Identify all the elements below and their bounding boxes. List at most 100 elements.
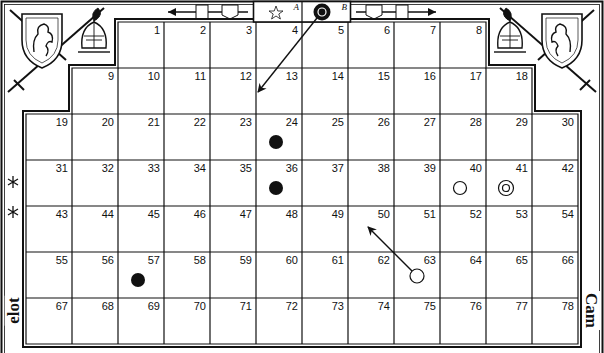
- helmet-visor: [84, 22, 104, 48]
- piece-ring: [503, 185, 510, 192]
- cell-number: 8: [476, 25, 482, 36]
- cell-number: 1: [154, 25, 160, 36]
- plume: [93, 8, 101, 22]
- cell-number: 39: [424, 163, 436, 174]
- cell-number: 61: [332, 255, 344, 266]
- cell-number: 7: [430, 25, 436, 36]
- shield: [542, 14, 582, 68]
- helmet: [498, 22, 523, 48]
- asterisk-ornament: [8, 176, 18, 218]
- shield-rim: [26, 18, 58, 63]
- cell-number: 32: [102, 163, 114, 174]
- castle-divider: [301, 2, 302, 23]
- cell-number: 53: [516, 209, 528, 220]
- cell-number: 37: [332, 163, 344, 174]
- cell-number: 51: [424, 209, 436, 220]
- cell-number: 60: [286, 255, 298, 266]
- cell-number: 45: [148, 209, 160, 220]
- cell-number: 24: [286, 117, 298, 128]
- white-piece: [454, 182, 467, 195]
- black-piece: [269, 181, 283, 195]
- cell-number: 35: [240, 163, 252, 174]
- cell-number: 12: [240, 71, 252, 82]
- cell-number: 50: [378, 209, 390, 220]
- cell-number: 64: [470, 255, 482, 266]
- cell-number: 58: [194, 255, 206, 266]
- cell-number: 55: [56, 255, 68, 266]
- lion-figure: [34, 24, 53, 56]
- cell-number: 13: [286, 71, 298, 82]
- cell-number: 42: [562, 163, 574, 174]
- cell-number: 38: [378, 163, 390, 174]
- cell-number: 30: [562, 117, 574, 128]
- cell-number: 63: [424, 255, 436, 266]
- helmet: [82, 22, 107, 48]
- cell-number: 9: [108, 71, 114, 82]
- shield-rim: [546, 18, 578, 63]
- cell-number: 72: [286, 301, 298, 312]
- cell-number: 74: [378, 301, 390, 312]
- white-piece: [410, 269, 424, 283]
- white-knight-piece: [499, 181, 514, 196]
- cell-number: 69: [148, 301, 160, 312]
- inner-frame: [5, 5, 600, 353]
- cell-number: 36: [286, 163, 298, 174]
- star-symbol: [269, 6, 283, 19]
- cell-number: 41: [516, 163, 528, 174]
- cell-number: 34: [194, 163, 206, 174]
- cell-number: 6: [384, 25, 390, 36]
- cell-number: 59: [240, 255, 252, 266]
- cell-number: 56: [102, 255, 114, 266]
- cell-number: 3: [246, 25, 252, 36]
- cell-number: 26: [378, 117, 390, 128]
- shield: [22, 14, 62, 68]
- cell-number: 14: [332, 71, 344, 82]
- black-piece: [131, 273, 145, 287]
- lance-tip: [428, 8, 436, 16]
- cell-number: 22: [194, 117, 206, 128]
- title-fragment: elot: [5, 295, 22, 325]
- cell-number: 54: [562, 209, 574, 220]
- cell-number: 67: [56, 301, 68, 312]
- lance-ornament: [356, 5, 436, 19]
- cell-number: 23: [240, 117, 252, 128]
- cell-number: 43: [56, 209, 68, 220]
- black-piece: [269, 135, 283, 149]
- helmet-base: [494, 51, 526, 52]
- cell-number: 25: [332, 117, 344, 128]
- knight-piece-black: [314, 4, 331, 21]
- cell-number: 17: [470, 71, 482, 82]
- plume: [503, 8, 511, 22]
- cell-number: 18: [516, 71, 528, 82]
- board-outline: [23, 19, 581, 347]
- cell-number: 68: [102, 301, 114, 312]
- cell-number: 28: [470, 117, 482, 128]
- cell-number: 44: [102, 209, 114, 220]
- helmet-visor: [500, 22, 520, 48]
- cell-number: 2: [200, 25, 206, 36]
- cell-number: 75: [424, 301, 436, 312]
- cell-number: 31: [56, 163, 68, 174]
- board-grid: [26, 22, 578, 344]
- cell-number: 57: [148, 255, 160, 266]
- cell-number: 20: [102, 117, 114, 128]
- cell-number: 78: [562, 301, 574, 312]
- cell-number: 65: [516, 255, 528, 266]
- cell-number: 48: [286, 209, 298, 220]
- cell-number: 16: [424, 71, 436, 82]
- lion-figure: [552, 24, 571, 56]
- cell-number: 49: [332, 209, 344, 220]
- cell-number: 29: [516, 117, 528, 128]
- small-helmet: [396, 5, 408, 19]
- small-helmet: [196, 5, 208, 19]
- cell-number: 27: [424, 117, 436, 128]
- square-letter: A: [294, 3, 300, 12]
- cell-number: 47: [240, 209, 252, 220]
- castle-squares: [254, 2, 351, 23]
- cell-number: 46: [194, 209, 206, 220]
- cell-number: 4: [292, 25, 298, 36]
- cell-number: 15: [378, 71, 390, 82]
